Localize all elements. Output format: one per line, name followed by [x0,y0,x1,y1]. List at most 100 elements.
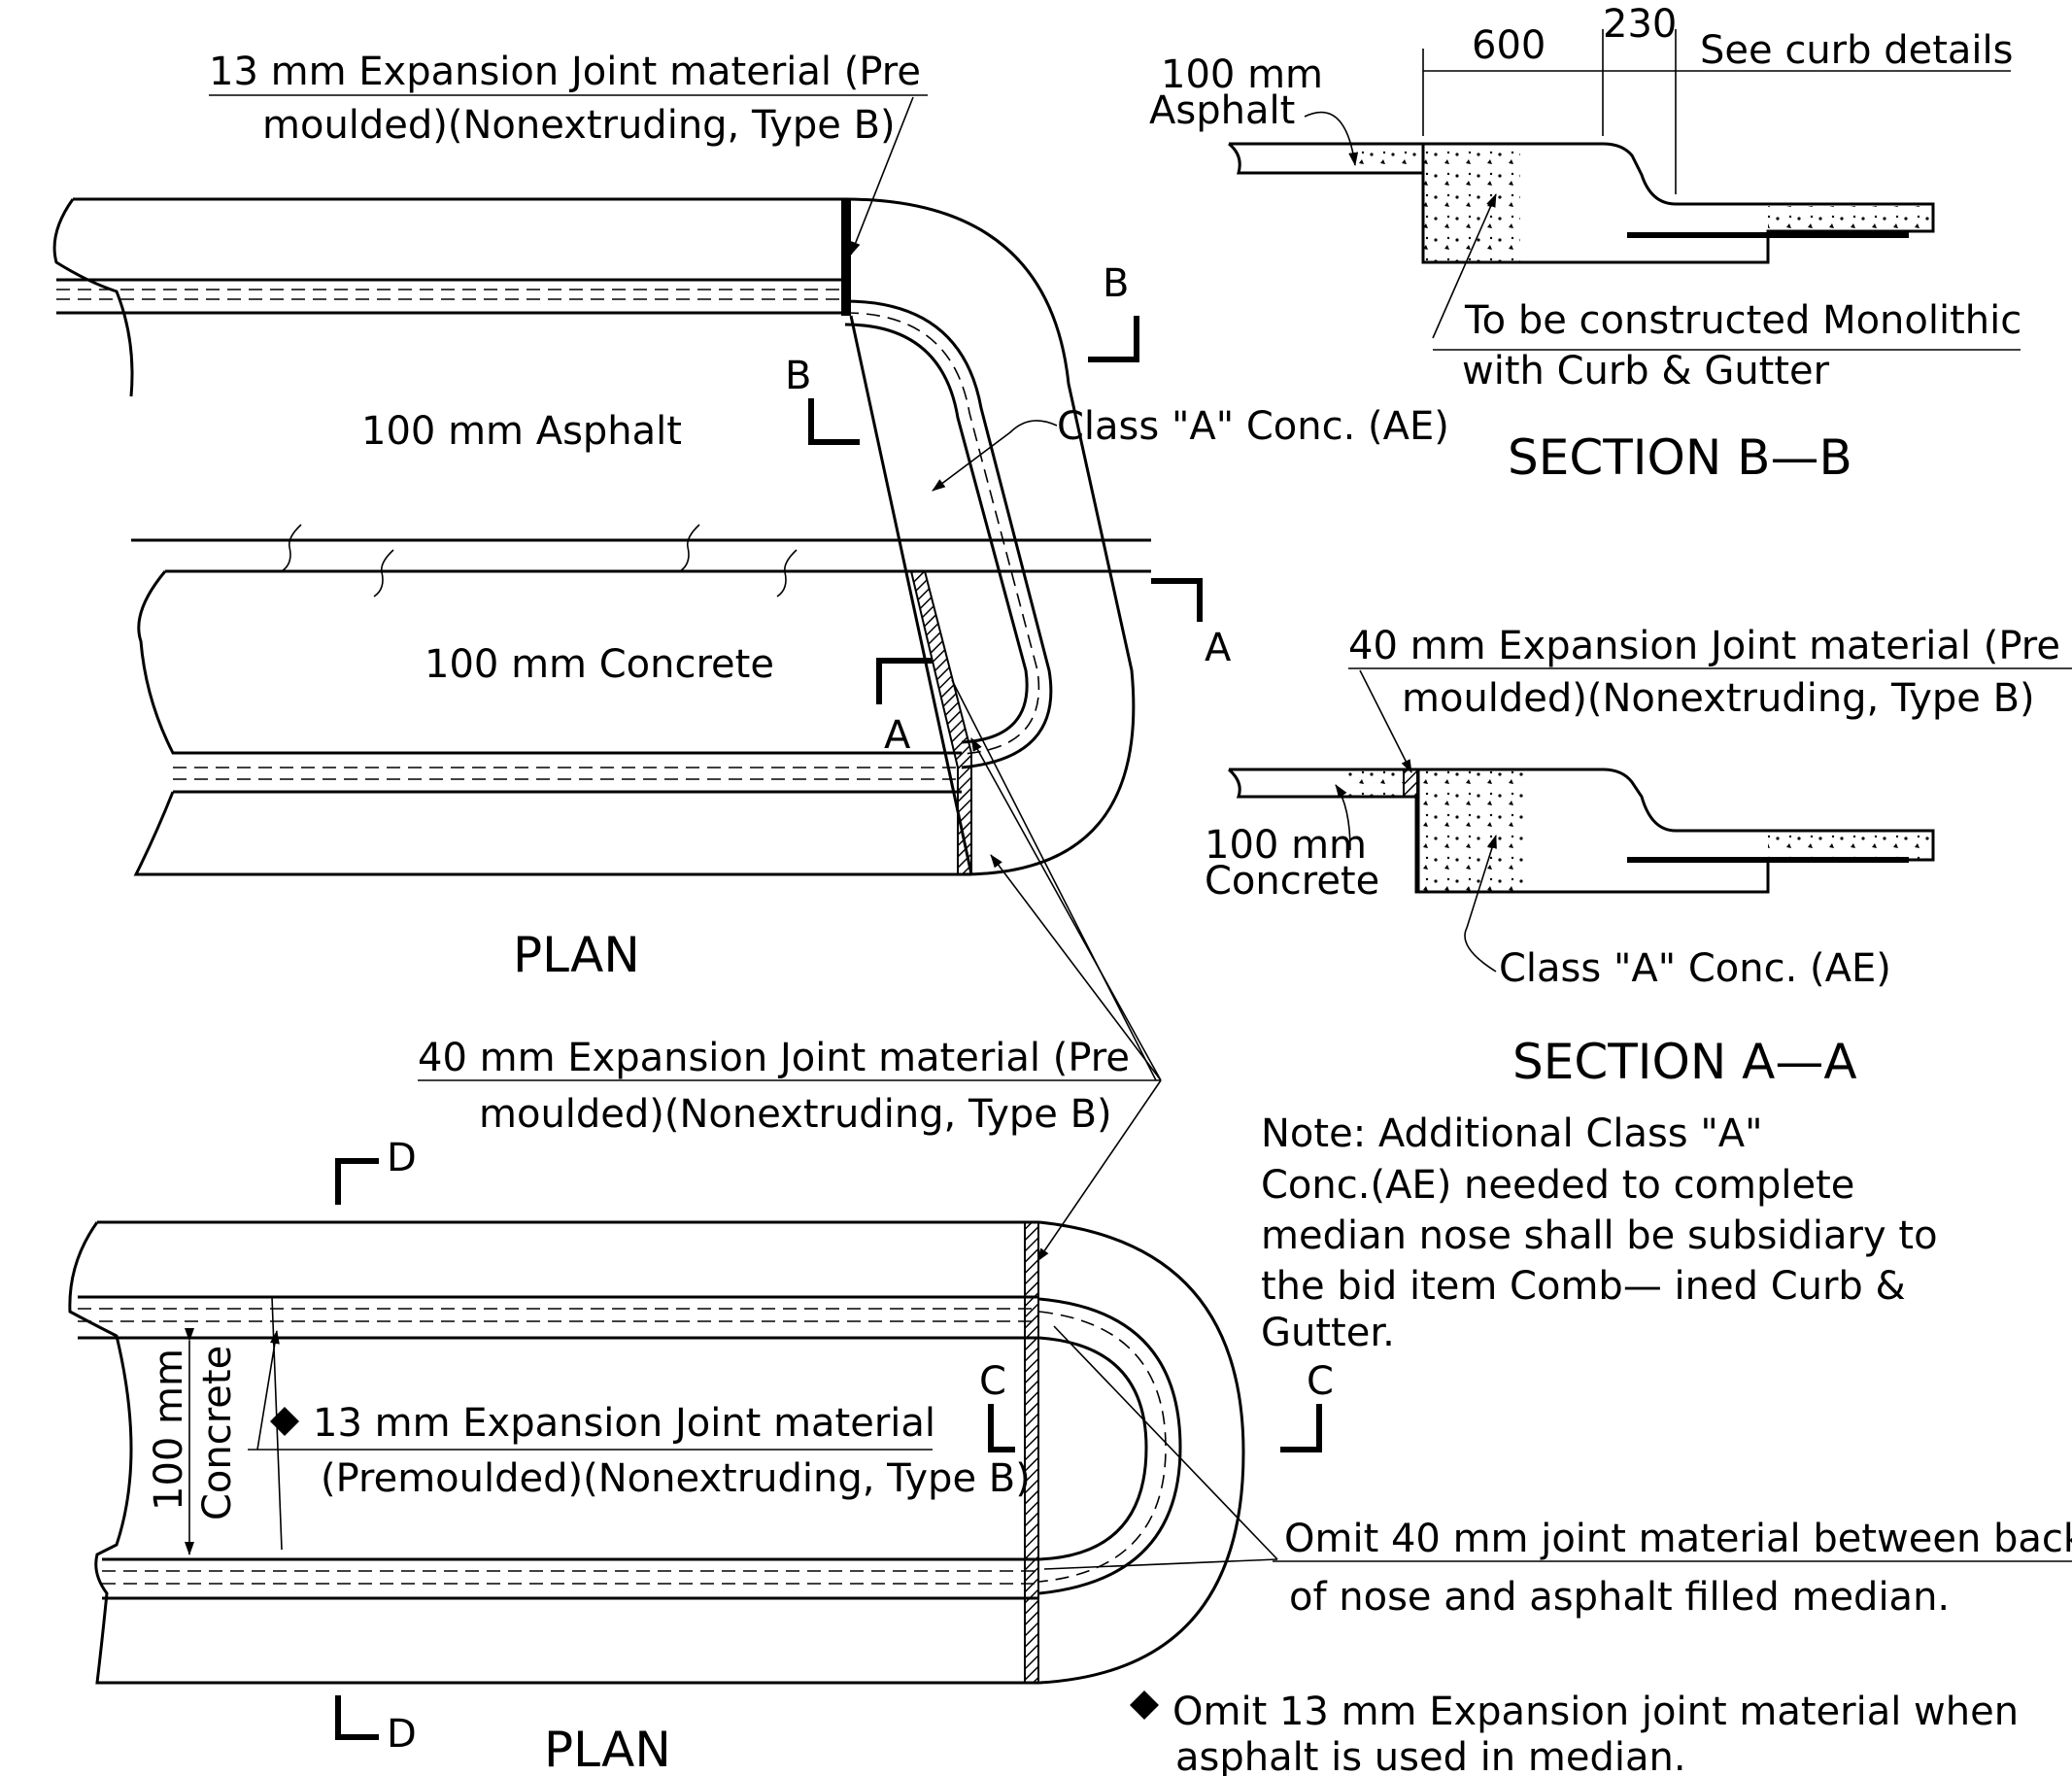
joint40-bp-line1: 40 mm Expansion Joint material (Pre [418,1036,1130,1080]
bottom-plan-title: PLAN [544,1722,671,1776]
joint40-aa-line1: 40 mm Expansion Joint material (Pre [1348,624,2060,668]
section-cut-d-top [335,1158,379,1205]
cut-c-label-right: C [1307,1359,1334,1404]
omit40-leader [1053,1325,1278,1560]
omit13-line1: Omit 13 mm Expansion joint material when [1172,1690,2019,1734]
joint40-aa-leader [1359,669,1412,773]
omit40-line2: of nose and asphalt filled median. [1289,1575,1950,1620]
monolithic-line1: To be constructed Monolithic [1464,298,2021,343]
section-aa: 40 mm Expansion Joint material (Pre moul… [1205,624,2072,1090]
nose-inner-curve [844,299,1053,769]
joint-40mm-top-plan [909,570,972,875]
note-line-4: the bid item Comb— ined Curb & [1261,1264,1906,1309]
depth-dim-label: 100 mm [147,1349,191,1511]
top-plan: B B A A 13 mm Expansion Joint material (… [52,50,1449,983]
depth-dim-concrete: Concrete [195,1346,240,1520]
aa-concrete-depth: 100 mm [1205,823,1367,868]
note-line-3: median nose shall be subsidiary to [1261,1213,1938,1258]
break-mark [281,524,302,572]
bb-profile [1228,142,1935,264]
asphalt-type-label: Asphalt [1149,88,1295,133]
section-cut-c-left [988,1404,1015,1452]
aa-class-a-label: Class "A" Conc. (AE) [1499,946,1891,991]
aa-concrete-type: Concrete [1205,859,1379,904]
aa-joint [1403,768,1418,798]
bp-nose-curb [1038,1297,1182,1595]
cut-d-label-top: D [387,1136,417,1180]
aa-concrete-leader [1335,784,1351,851]
joint-13mm-top [841,199,851,316]
class-a-label: Class "A" Conc. (AE) [1057,404,1449,449]
asphalt-depth-label: 100 mm [1161,52,1323,97]
bp-nose-dash [1038,1311,1167,1583]
bp-joint13-line2: (Premoulded)(Nonextruding, Type B) [321,1456,1031,1501]
joint40-aa-line2: moulded)(Nonextruding, Type B) [1402,676,2035,721]
monolithic-line2: with Curb & Gutter [1462,349,1830,393]
curb-details-label: See curb details [1700,28,2013,73]
nose-outer-curve [844,197,1136,876]
section-cut-d-bottom [335,1695,379,1740]
nose-inner-curve [844,323,1029,744]
class-a-leader [932,420,1058,492]
note-block: Note: Additional Class "A" Conc.(AE) nee… [1261,1111,1938,1355]
section-cut-a-left [876,658,933,704]
joint40-leader-a [990,854,1162,1081]
joint13-label-line2: moulded)(Nonextruding, Type B) [262,103,896,148]
section-cut-a-right [1151,578,1203,622]
bp-nose-outer [1038,1220,1245,1685]
joint40-bp-line2: moulded)(Nonextruding, Type B) [479,1092,1112,1137]
cut-b-label-right: B [1103,261,1129,306]
section-aa-title: SECTION A—A [1512,1034,1857,1090]
section-cut-b-right [1088,316,1139,362]
section-bb: 100 mm Asphalt 600 230 See curb details … [1149,2,2021,486]
break-mark [373,549,394,598]
asphalt-slab-outline [52,197,845,397]
bp-joint13-line1: 13 mm Expansion Joint material [313,1401,935,1446]
bp-nose-curb-inner [1038,1336,1148,1561]
joint40-leader-c [1036,1079,1162,1262]
omit13-diamond-icon [1130,1691,1159,1720]
aa-concrete-fill [1345,769,1404,797]
joint40-leader-d [951,679,1157,1081]
aa-class-a-leader [1464,835,1497,973]
bb-gutter-fill [1768,206,1933,231]
joint40-leader-b [970,737,1162,1081]
top-plan-title: PLAN [513,927,640,983]
concrete-label: 100 mm Concrete [425,642,774,687]
section-cut-c-right [1280,1404,1322,1452]
joint13-leader [850,96,914,256]
aa-gutter-fill [1768,833,1933,860]
dim-600: 600 [1472,23,1546,68]
cut-d-label-bottom: D [387,1712,417,1757]
omit13-line2: asphalt is used in median. [1175,1735,1686,1776]
cut-c-label-left: C [979,1359,1006,1404]
section-bb-title: SECTION B—B [1508,429,1852,486]
monolithic-leader [1432,193,1497,339]
break-mark [679,524,700,572]
bottom-plan: 40 mm Expansion Joint material (Pre moul… [68,679,2072,1776]
dim-230: 230 [1603,2,1677,47]
cut-a-label-right: A [1205,626,1232,670]
aa-profile [1227,768,1935,894]
bb-asphalt-fill [1350,144,1423,173]
note-line-2: Conc.(AE) needed to complete [1261,1163,1854,1208]
omit40-leader-b [1043,1558,1278,1570]
joint13-label-line1: 13 mm Expansion Joint material (Pre [209,50,921,94]
aa-curb-fill [1418,769,1525,892]
break-mark [776,549,798,598]
bottom-slab-outline [68,1220,1039,1685]
bp-joint13-leader [256,1330,280,1451]
section-cut-b-left [808,398,860,445]
nose-dash-curve [844,312,1040,755]
note-line-1: Note: Additional Class "A" [1261,1111,1763,1156]
bp-joint-40mm [1024,1221,1039,1684]
diamond-marker-icon [270,1407,299,1436]
omit40-line1: Omit 40 mm joint material between back [1284,1517,2072,1561]
slab-bottom-outline [133,791,971,876]
cut-a-label-left: A [884,713,911,758]
asphalt-leader [1304,111,1359,166]
bb-concrete-fill [1423,144,1520,262]
cut-b-label-left: B [785,354,811,398]
concrete-slab-outline [137,570,962,755]
